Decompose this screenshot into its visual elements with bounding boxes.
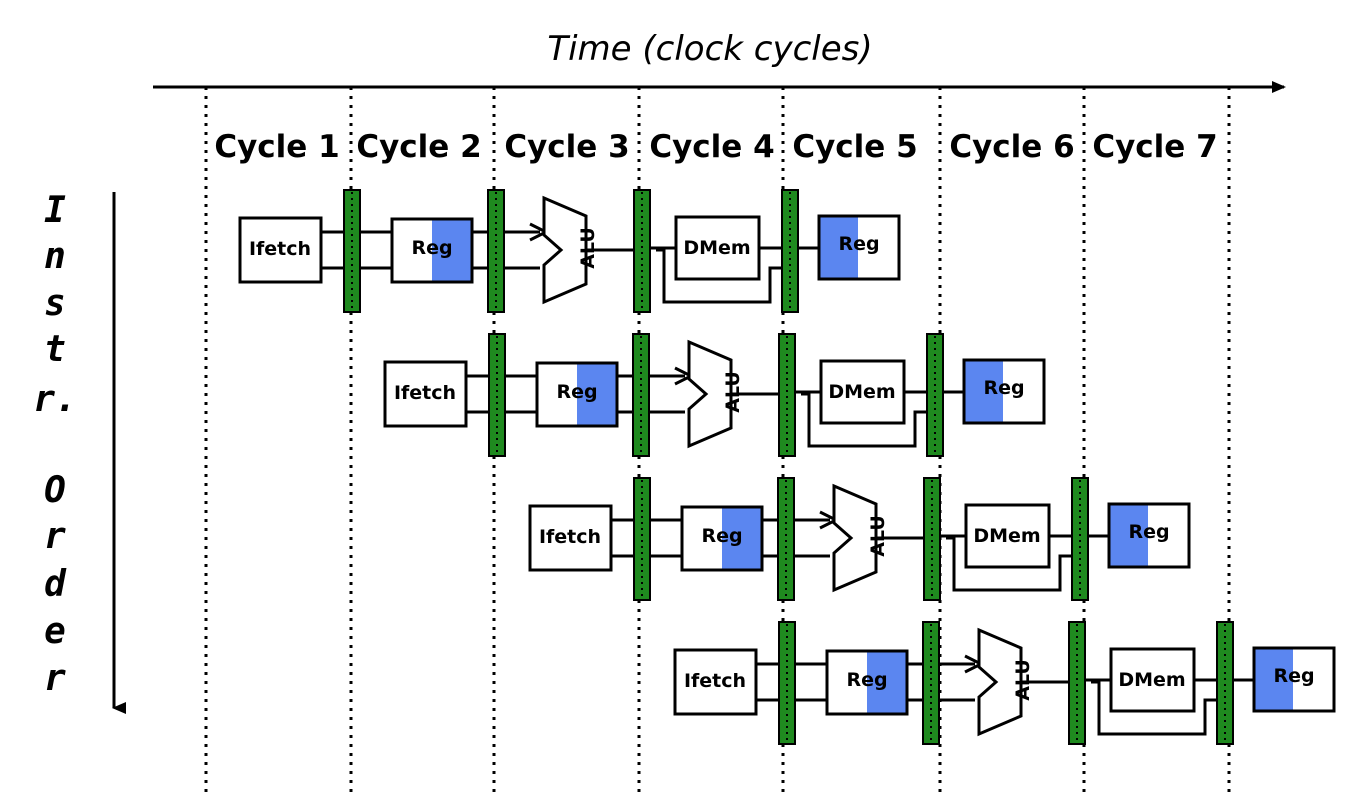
- alu-label: ALU: [577, 227, 599, 269]
- dmem-label: DMem: [828, 381, 895, 403]
- reg-read-highlight: [577, 363, 617, 426]
- dmem-label: DMem: [683, 237, 750, 259]
- instruction-row-2: Ifetch Reg ALU DMem Reg: [383, 333, 1046, 457]
- reg-read-label: Reg: [846, 669, 887, 691]
- reg-write-label: Reg: [838, 233, 879, 255]
- reg-write-highlight: [964, 360, 1003, 423]
- reg-write-box: [1107, 502, 1191, 569]
- dmem-box: [674, 215, 761, 281]
- pipeline-register: [778, 333, 796, 457]
- instruction-row-4: Ifetch Reg ALU DMem Reg: [673, 621, 1336, 745]
- reg-write-highlight: [1254, 648, 1293, 711]
- dmem-bypass-wire: [656, 248, 782, 304]
- pipeline-register: [778, 621, 796, 745]
- pipeline-register: [1068, 621, 1086, 745]
- instruction-row-1: Ifetch Reg ALU DMem Reg: [238, 189, 901, 313]
- instruction-row-3: Ifetch Reg ALU DMem Reg: [528, 477, 1191, 601]
- alu-shape: [977, 627, 1023, 737]
- order-label-letter: r: [44, 516, 66, 557]
- reg-read-box: [390, 217, 474, 284]
- ifetch-label: Ifetch: [539, 526, 601, 548]
- dmem-bypass-wire: [946, 536, 1072, 592]
- time-axis-title: Time (clock cycles): [547, 29, 872, 69]
- order-label-letter: I: [44, 190, 66, 231]
- cycle-header-6: Cycle 6: [949, 129, 1074, 165]
- order-label-letter: O: [44, 470, 66, 511]
- order-label-letter: t: [44, 329, 66, 370]
- reg-write-label: Reg: [983, 377, 1024, 399]
- pipeline-register: [632, 333, 650, 457]
- reg-read-highlight: [722, 507, 762, 570]
- ifetch-label: Ifetch: [394, 382, 456, 404]
- order-label-letter: r.: [33, 379, 76, 420]
- dmem-bypass-wire: [801, 392, 927, 448]
- cycle-header-3: Cycle 3: [504, 129, 629, 165]
- reg-write-highlight: [1109, 504, 1148, 567]
- reg-read-highlight: [432, 219, 472, 282]
- dmem-label: DMem: [1118, 669, 1185, 691]
- cycle-header-5: Cycle 5: [792, 129, 917, 165]
- cycle-header-1: Cycle 1: [214, 129, 339, 165]
- order-label-letter: s: [44, 283, 66, 324]
- alu-label: ALU: [1012, 659, 1034, 701]
- cycle-header-2: Cycle 2: [356, 129, 481, 165]
- pipeline-register: [343, 189, 361, 313]
- reg-write-box: [817, 214, 901, 281]
- ifetch-label: Ifetch: [684, 670, 746, 692]
- ifetch-box: [673, 648, 758, 716]
- reg-read-box: [825, 649, 909, 716]
- order-label-letter: d: [44, 564, 67, 605]
- dmem-box: [964, 503, 1051, 569]
- ifetch-box: [238, 216, 323, 284]
- alu-label: ALU: [867, 515, 889, 557]
- order-label-letter: e: [44, 611, 66, 652]
- alu-shape: [832, 483, 878, 593]
- pipeline-register: [633, 189, 651, 313]
- reg-read-highlight: [867, 651, 907, 714]
- reg-write-label: Reg: [1128, 521, 1169, 543]
- reg-read-box: [535, 361, 619, 428]
- order-label-letter: n: [44, 236, 66, 277]
- cycle-header-7: Cycle 7: [1092, 129, 1217, 165]
- dmem-box: [1109, 647, 1196, 713]
- reg-write-box: [1252, 646, 1336, 713]
- pipeline-register: [633, 477, 651, 601]
- reg-read-box: [680, 505, 764, 572]
- reg-read-label: Reg: [556, 381, 597, 403]
- ifetch-box: [383, 360, 468, 428]
- alu-shape: [542, 195, 588, 305]
- dmem-bypass-wire: [1091, 680, 1217, 736]
- pipeline-register: [781, 189, 799, 313]
- dmem-label: DMem: [973, 525, 1040, 547]
- alu-shape: [687, 339, 733, 449]
- pipeline-register: [488, 333, 506, 457]
- pipeline-register: [923, 477, 941, 601]
- ifetch-label: Ifetch: [249, 238, 311, 260]
- pipeline-register: [1216, 621, 1234, 745]
- pipeline-register: [1071, 477, 1089, 601]
- pipeline-register: [926, 333, 944, 457]
- pipeline-register: [922, 621, 940, 745]
- reg-read-label: Reg: [701, 525, 742, 547]
- cycle-header-4: Cycle 4: [649, 129, 774, 165]
- ifetch-box: [528, 504, 613, 572]
- order-label-letter: r: [44, 658, 66, 699]
- reg-write-highlight: [819, 216, 858, 279]
- reg-write-box: [962, 358, 1046, 425]
- dmem-box: [819, 359, 906, 425]
- alu-label: ALU: [722, 371, 744, 413]
- cycle-headers: Cycle 1 Cycle 2 Cycle 3 Cycle 4 Cycle 5 Cycle…: [214, 129, 1217, 165]
- pipeline-register: [777, 477, 795, 601]
- reg-read-label: Reg: [411, 237, 452, 259]
- pipeline-register: [487, 189, 505, 313]
- reg-write-label: Reg: [1273, 665, 1314, 687]
